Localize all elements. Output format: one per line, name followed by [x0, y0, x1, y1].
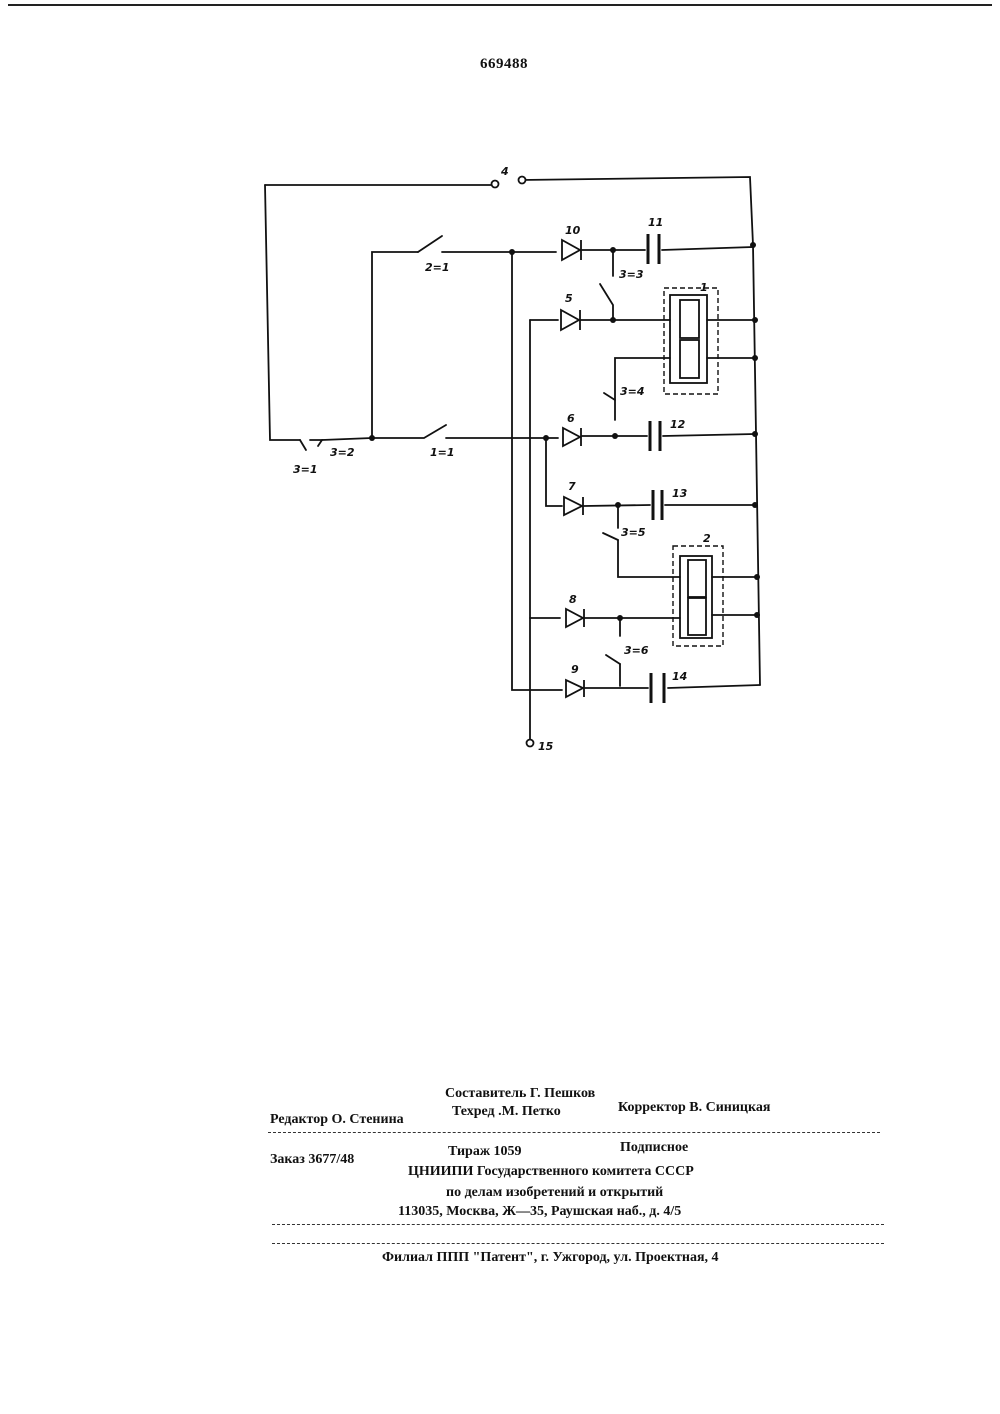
label-unit-1: 1 [700, 281, 708, 294]
imprint-org-dept: по делам изобретений и открытий [446, 1185, 663, 1201]
label-contact-3-5: 3=5 [621, 526, 646, 539]
imprint-divider-1 [268, 1132, 880, 1133]
label-terminal-15: 15 [538, 740, 554, 753]
imprint-circulation: Тираж 1059 [448, 1144, 522, 1160]
imprint-org: ЦНИИПИ Государственного комитета СССР [408, 1164, 694, 1180]
imprint-branch: Филиал ППП "Патент", г. Ужгород, ул. Про… [382, 1250, 719, 1266]
label-cap-13: 13 [672, 487, 688, 500]
imprint-compiler: Составитель Г. Пешков [445, 1086, 595, 1102]
label-unit-2: 2 [703, 532, 711, 545]
imprint-address: 113035, Москва, Ж—35, Раушская наб., д. … [398, 1204, 681, 1220]
imprint-editor: Редактор О. Стенина [270, 1112, 404, 1128]
label-switch-4: 4 [500, 165, 509, 178]
label-cap-14: 14 [672, 670, 687, 683]
imprint-techred: Техред .М. Петко [452, 1104, 561, 1120]
label-contact-3-2: 3=2 [330, 446, 355, 459]
label-cap-12: 12 [670, 418, 686, 431]
imprint-subscription: Подписное [620, 1140, 688, 1156]
label-diode-10: 10 [565, 224, 581, 237]
label-contact-2-1: 2=1 [425, 261, 450, 274]
label-diode-8: 8 [569, 593, 577, 606]
imprint-corrector: Корректор В. Синицкая [618, 1100, 770, 1116]
label-contact-3-3: 3=3 [619, 268, 644, 281]
imprint-divider-3 [272, 1243, 884, 1244]
circuit-schematic: 4 15 1 2 5 6 7 8 9 10 11 12 13 14 1=1 2=… [0, 0, 1000, 800]
label-contact-1-1: 1=1 [430, 446, 455, 459]
label-contact-3-1: 3=1 [293, 463, 318, 476]
label-diode-9: 9 [571, 663, 579, 676]
label-contact-3-6: 3=6 [624, 644, 649, 657]
label-diode-6: 6 [567, 412, 575, 425]
label-diode-5: 5 [565, 292, 573, 305]
label-cap-11: 11 [648, 216, 663, 229]
imprint-divider-2 [272, 1224, 884, 1225]
label-contact-3-4: 3=4 [620, 385, 645, 398]
imprint-order: Заказ 3677/48 [270, 1152, 354, 1168]
label-diode-7: 7 [568, 480, 576, 493]
